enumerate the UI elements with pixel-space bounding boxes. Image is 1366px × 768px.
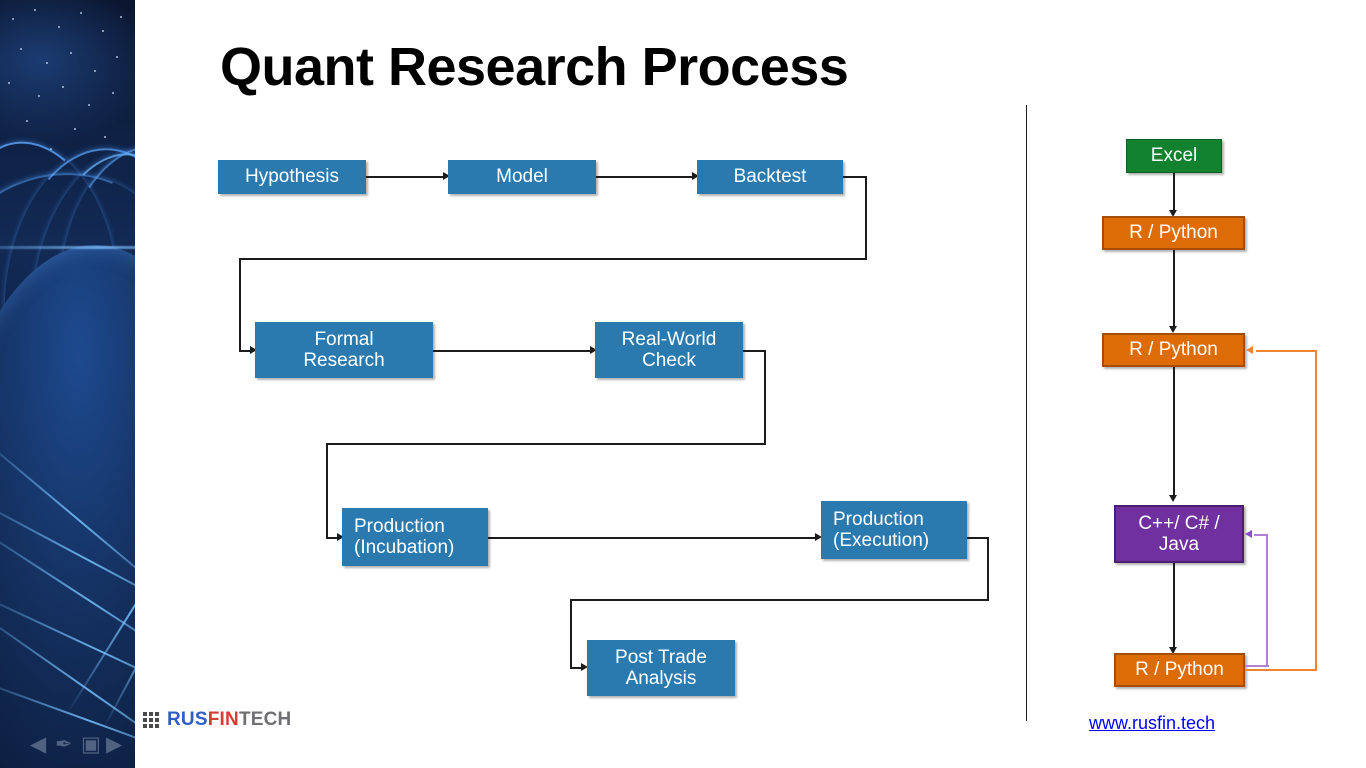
flow-node-model[interactable]: Model — [448, 160, 596, 194]
feedback-rpython3-cpp-seg1 — [1245, 665, 1269, 667]
logo-text-rus: RUS — [167, 709, 208, 730]
edge-cpp-rpython3 — [1173, 563, 1175, 649]
edge-backtest-formal-research-seg2 — [865, 176, 867, 259]
feedback-rpython3-cpp-seg3 — [1254, 534, 1267, 536]
flow-node-formal-research[interactable]: Formal Research — [255, 322, 433, 378]
edge-rwc-prod-incubation-seg3 — [326, 443, 766, 445]
globe-shape — [0, 245, 135, 768]
edge-model-backtest — [596, 176, 695, 178]
sidebar-globe-network-graphic — [0, 0, 135, 768]
tool-node-r-python-2[interactable]: R / Python — [1102, 333, 1245, 367]
edge-prod-execution-post-trade-seg4 — [570, 599, 572, 668]
edge-backtest-formal-research-seg4 — [239, 258, 241, 351]
edge-rwc-prod-incubation-seg2 — [764, 350, 766, 444]
edge-backtest-formal-research-seg3 — [239, 258, 867, 260]
feedback-rpython3-cpp-arrowhead — [1245, 529, 1252, 538]
edge-prod-execution-post-trade-seg1 — [967, 537, 989, 539]
logo-dots-icon — [143, 712, 159, 728]
nav-previous-icon[interactable]: ◀ — [30, 733, 47, 756]
flow-node-real-world-check-line1: Real-World — [621, 328, 717, 350]
nav-pen-icon[interactable]: ✒ — [55, 733, 73, 756]
edge-rwc-prod-incubation-seg5 — [326, 537, 340, 539]
presenter-nav-controls[interactable]: ◀ ✒ ▣ ▶ — [0, 728, 135, 762]
flow-node-production-incubation-line2: (Incubation) — [354, 537, 455, 558]
flow-node-post-trade-analysis-line2: Analysis — [625, 668, 697, 689]
feedback-rpython3-cpp-seg2 — [1266, 534, 1268, 665]
edge-prod-incubation-prod-execution — [488, 537, 818, 539]
tool-node-cpp-line2: Java — [1158, 534, 1200, 555]
edge-rwc-prod-incubation-arrowhead — [337, 532, 344, 541]
edge-backtest-formal-research-seg5 — [239, 350, 253, 352]
tool-node-r-python-1[interactable]: R / Python — [1102, 216, 1245, 250]
edge-prod-execution-post-trade-seg2 — [987, 537, 989, 600]
edge-formal-research-real-world-check — [433, 350, 593, 352]
edge-backtest-formal-research-arrowhead — [250, 345, 257, 354]
logo-text-fin: FIN — [207, 709, 239, 730]
edge-prod-execution-post-trade-arrowhead — [581, 662, 588, 671]
edge-rpython2-cpp — [1173, 367, 1175, 497]
edge-rpython2-cpp-arrowhead — [1168, 495, 1177, 502]
page-title: Quant Research Process — [220, 37, 849, 97]
edge-cpp-rpython3-arrowhead — [1168, 647, 1177, 654]
edge-hypothesis-model — [366, 176, 446, 178]
flow-node-production-incubation-line1: Production — [354, 515, 445, 537]
logo-text-tech: TECH — [238, 709, 292, 730]
flow-node-hypothesis[interactable]: Hypothesis — [218, 160, 366, 194]
flow-node-post-trade-analysis-line1: Post Trade — [615, 646, 707, 668]
flow-node-real-world-check[interactable]: Real-World Check — [595, 322, 743, 378]
section-divider — [1026, 105, 1027, 721]
tool-node-excel[interactable]: Excel — [1126, 139, 1222, 173]
tool-node-r-python-3[interactable]: R / Python — [1114, 653, 1245, 687]
flow-node-backtest[interactable]: Backtest — [697, 160, 843, 194]
edge-excel-rpython1-arrowhead — [1168, 210, 1177, 217]
feedback-rpython3-rpython2-seg3 — [1256, 350, 1315, 352]
flow-node-production-execution-line1: Production — [833, 508, 924, 530]
flow-node-production-execution[interactable]: Production (Execution) — [821, 501, 967, 559]
edge-rwc-prod-incubation-seg1 — [743, 350, 766, 352]
website-link[interactable]: www.rusfin.tech — [1089, 713, 1216, 733]
edge-backtest-formal-research-seg1 — [843, 176, 867, 178]
logo-wordmark: RUSFINTECH — [167, 709, 291, 731]
flow-node-post-trade-analysis[interactable]: Post Trade Analysis — [587, 640, 735, 696]
flow-node-formal-research-line2: Research — [303, 350, 385, 371]
flow-node-real-world-check-line2: Check — [642, 350, 696, 371]
edge-hypothesis-model-arrowhead — [443, 171, 450, 180]
edge-prod-incubation-prod-execution-arrowhead — [815, 532, 822, 541]
edge-formal-research-real-world-check-arrowhead — [590, 345, 597, 354]
flow-node-production-execution-line2: (Execution) — [833, 530, 930, 551]
edge-prod-execution-post-trade-seg3 — [570, 599, 989, 601]
tool-node-cpp-csharp-java[interactable]: C++/ C# / Java — [1114, 505, 1244, 563]
rusfintech-logo: RUSFINTECH — [143, 708, 291, 732]
globe-horizon — [0, 246, 135, 249]
tool-node-cpp-line1: C++/ C# / — [1138, 512, 1220, 534]
feedback-rpython3-rpython2-seg2 — [1315, 350, 1317, 669]
edge-excel-rpython1 — [1173, 173, 1175, 212]
edge-rpython1-rpython2-arrowhead — [1168, 326, 1177, 333]
edge-prod-execution-post-trade-seg5 — [570, 667, 584, 669]
feedback-rpython3-rpython2-arrowhead — [1246, 345, 1253, 354]
flow-node-production-incubation[interactable]: Production (Incubation) — [342, 508, 488, 566]
nav-slide-menu-icon[interactable]: ▣ — [81, 733, 101, 756]
edge-model-backtest-arrowhead — [692, 171, 699, 180]
flow-node-formal-research-line1: Formal — [314, 328, 374, 350]
feedback-rpython3-rpython2-seg1 — [1245, 669, 1317, 671]
edge-rwc-prod-incubation-seg4 — [326, 443, 328, 537]
edge-rpython1-rpython2 — [1173, 250, 1175, 328]
nav-next-icon[interactable]: ▶ — [106, 733, 123, 756]
